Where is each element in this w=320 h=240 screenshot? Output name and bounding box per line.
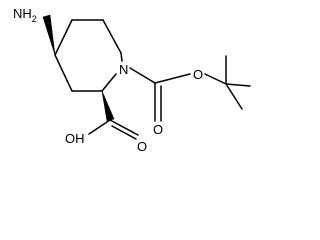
wedge-bond-c4-nh2 — [42, 14, 56, 56]
bond-ester-o-tbu — [204, 73, 227, 85]
bond-tbu-methyl-right — [225, 83, 251, 87]
ring-n-label: N — [119, 62, 128, 77]
bond-c4-c5b — [54, 19, 73, 56]
chemical-structure: NH2 N O O OH O — [13, 6, 251, 154]
carbamate-o-label: O — [153, 122, 163, 137]
wedge-bond-c2-cooh — [101, 90, 115, 122]
bond-n1-carbamate-c — [129, 67, 156, 84]
amine-n-label: NH2 — [13, 6, 37, 24]
acid-oh-label: OH — [65, 131, 85, 146]
bond-c5-c6 — [102, 19, 122, 54]
ester-o-label: O — [193, 67, 203, 82]
acid-carbonyl-o-label: O — [137, 139, 147, 154]
bond-cooh-oh — [88, 119, 111, 135]
bond-cooh-carbonyl-b — [111, 125, 137, 140]
bond-cooh-carbonyl-a — [109, 119, 139, 136]
bond-c3-c4 — [54, 54, 73, 92]
bond-tbu-methyl-down — [225, 83, 243, 110]
bond-c6-n1 — [120, 52, 123, 62]
bond-carbamate-c-ester-o — [154, 73, 191, 84]
bond-n1-c2 — [101, 73, 117, 92]
